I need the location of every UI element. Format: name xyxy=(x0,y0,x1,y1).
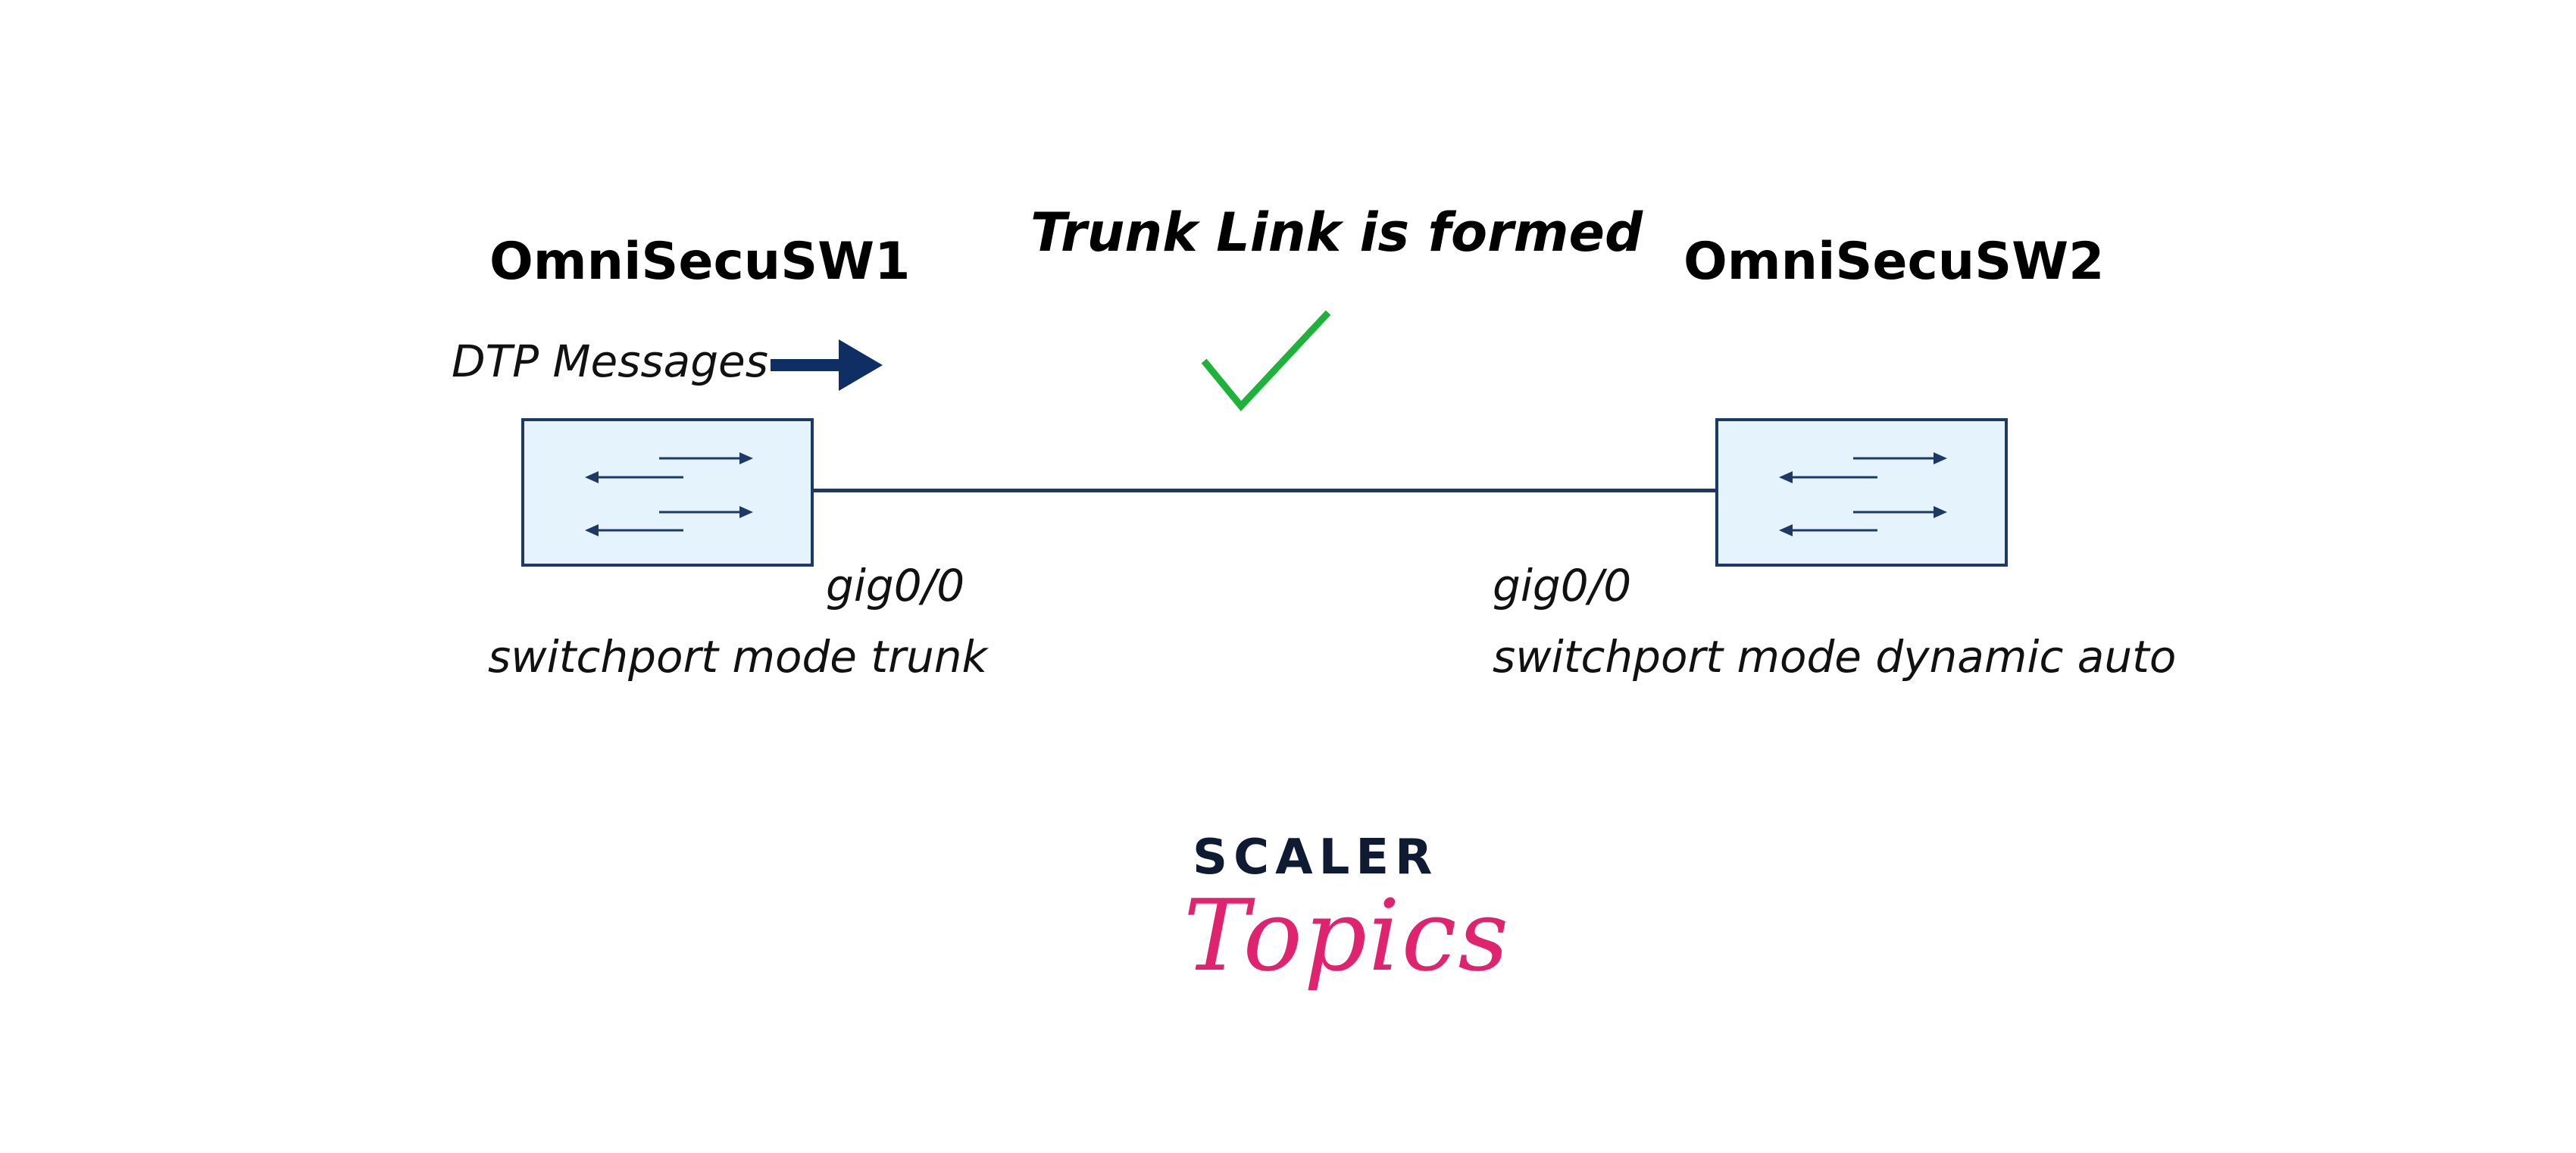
switch1-name: OmniSecuSW1 xyxy=(489,232,911,292)
switch2-config-label: switchport mode dynamic auto xyxy=(1493,631,2177,683)
topics-logo-text: Topics xyxy=(1183,878,1511,993)
switch-arrows-icon xyxy=(585,452,753,536)
dtp-messages-label: DTP Messages xyxy=(452,336,768,387)
switch1-config-label: switchport mode trunk xyxy=(488,631,988,683)
switch2-name: OmniSecuSW2 xyxy=(1683,232,2105,292)
switch2-port-label: gig0/0 xyxy=(1493,560,1632,611)
right-arrow-icon xyxy=(771,339,883,391)
switch-arrows-icon xyxy=(1779,452,1947,536)
switch1-icon xyxy=(521,418,814,567)
checkmark-icon xyxy=(1201,310,1331,411)
switch1-port-label: gig0/0 xyxy=(826,560,965,611)
trunk-status-title: Trunk Link is formed xyxy=(1030,202,1643,264)
switch2-icon xyxy=(1715,418,2008,567)
scaler-logo-text: SCALER xyxy=(1193,830,1439,886)
trunk-link-line xyxy=(811,489,1720,492)
